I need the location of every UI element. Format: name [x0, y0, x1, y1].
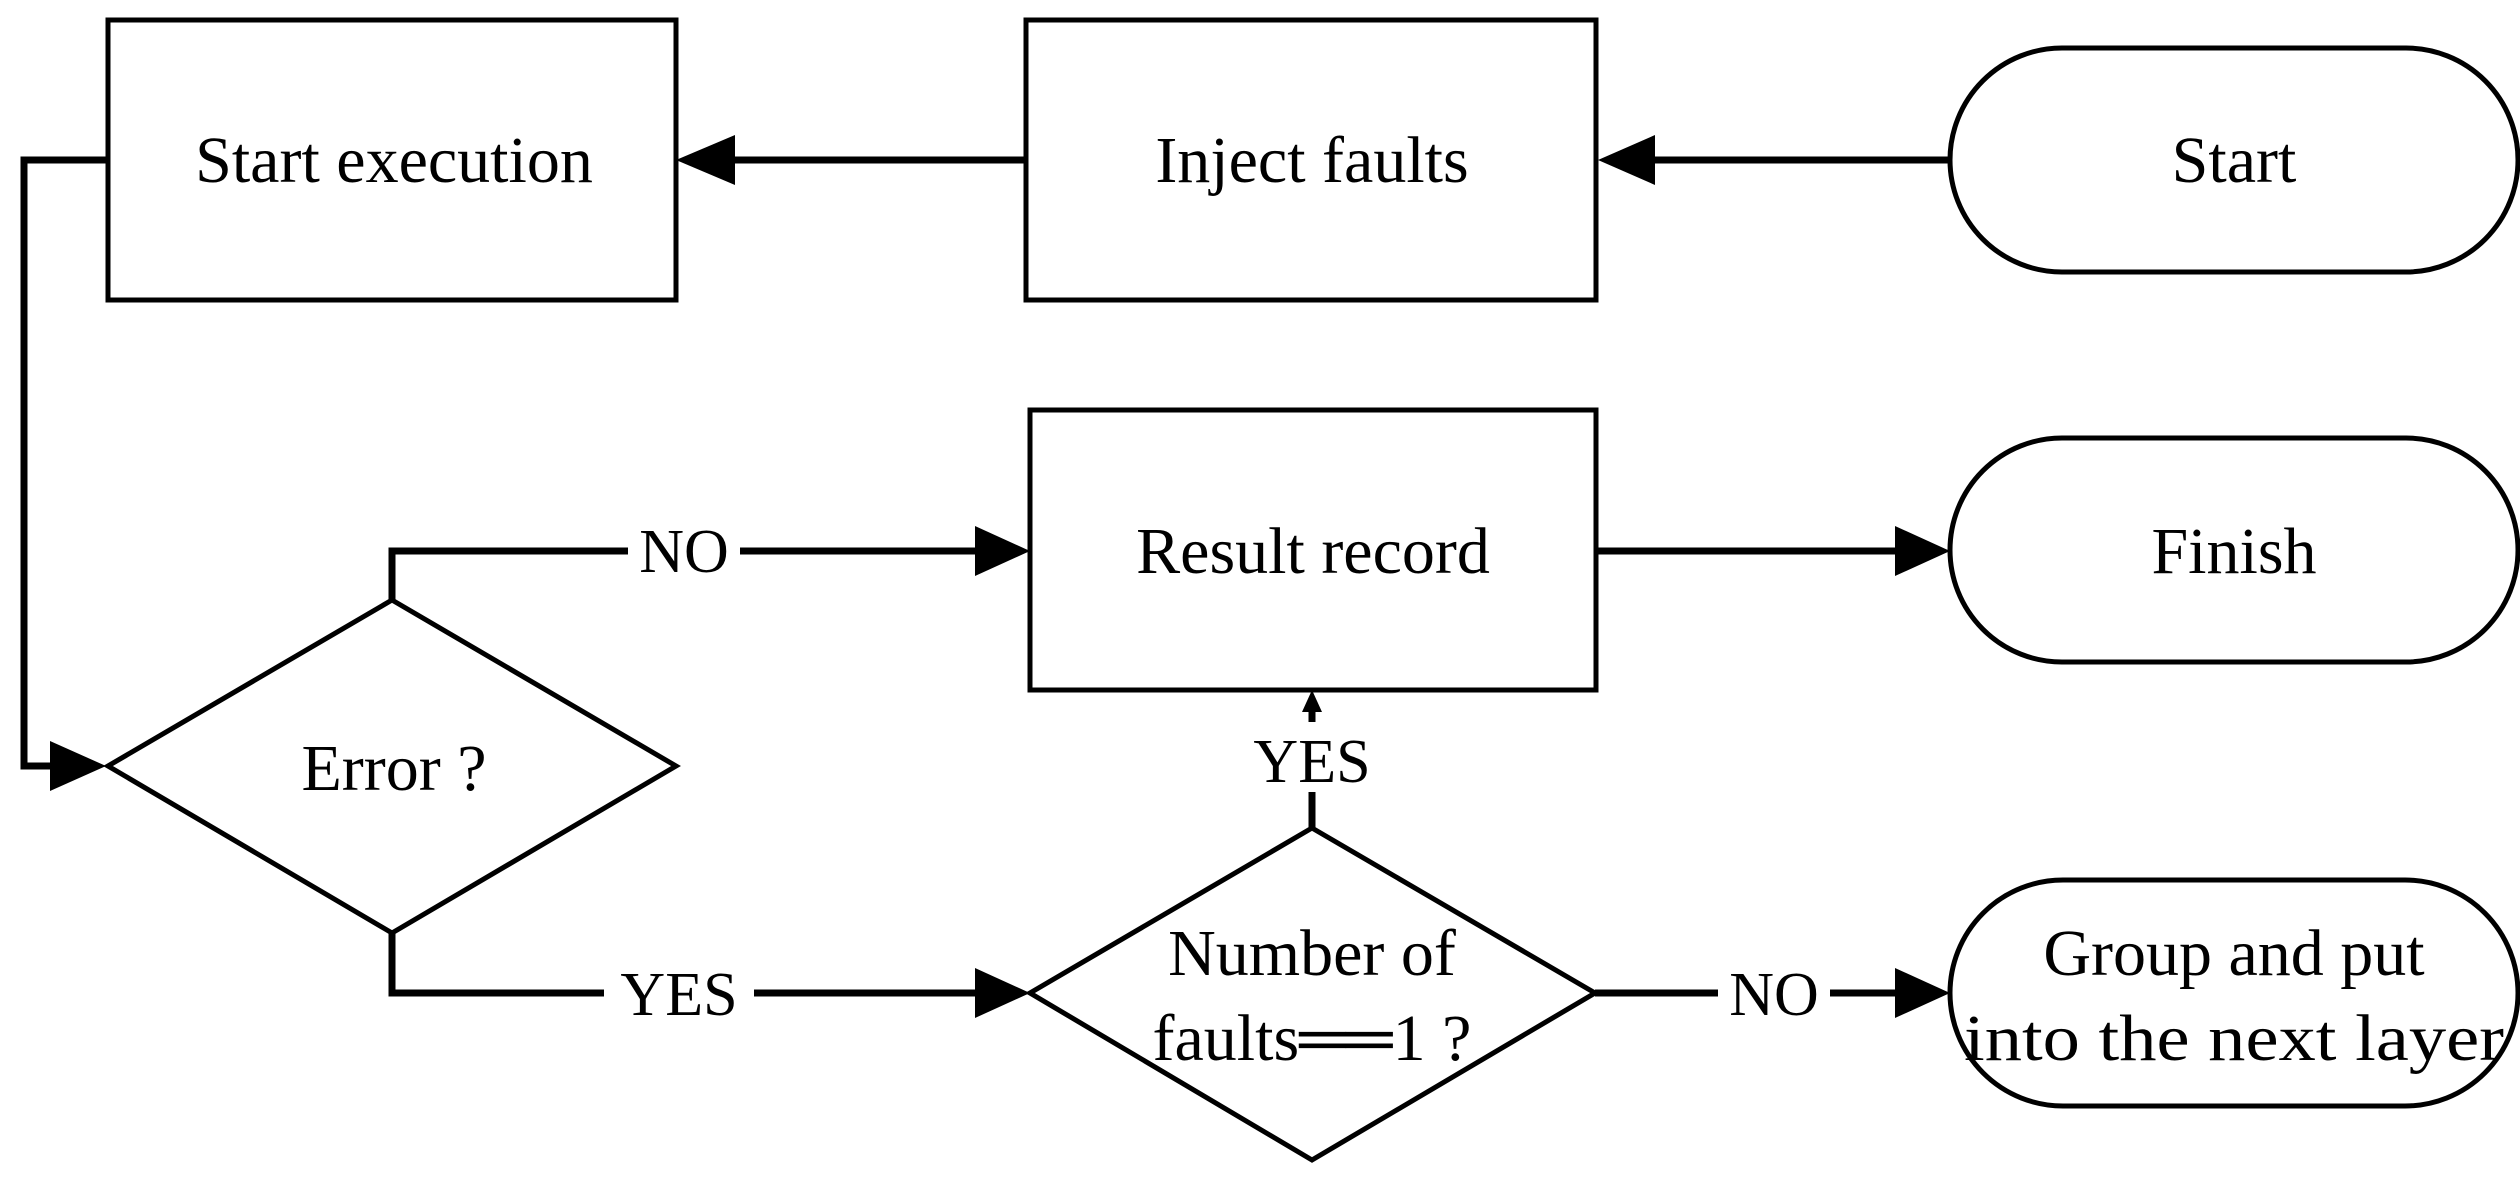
node-start-label: Start [2172, 124, 2297, 197]
node-result-record-label: Result record [1136, 515, 1490, 588]
node-start-execution-label: Start execution [195, 124, 593, 197]
edge-labels: NO YES YES NO [604, 518, 1830, 1029]
arrowhead-count [975, 968, 1030, 1018]
label-error-no: NO [639, 518, 729, 586]
label-error-yes: YES [620, 961, 737, 1029]
arrowhead-group [1895, 968, 1950, 1018]
node-inject-faults: Inject faults [1023, 17, 1599, 303]
arrowhead-finish [1895, 526, 1950, 576]
node-fault-count-label-line1: Number of [1168, 917, 1456, 990]
node-finish-label: Finish [2151, 515, 2316, 588]
edge-error-yes [388, 933, 975, 997]
arrowhead-execution [676, 135, 735, 185]
edge-error-no [388, 547, 975, 600]
node-fault-count-label-line2: faults══1 ? [1153, 1002, 1472, 1075]
label-count-yes: YES [1253, 728, 1370, 796]
node-group-next-layer: Group and put into the next layer [1947, 877, 2520, 1109]
node-finish: Finish [1947, 435, 2520, 665]
edge-execution-to-error [20, 156, 108, 770]
node-inject-faults-label: Inject faults [1155, 124, 1468, 197]
label-count-no: NO [1729, 961, 1819, 1029]
arrowhead-result-from-count [1302, 690, 1322, 712]
node-error-decision: Error ? [103, 597, 681, 936]
node-fault-count-decision: Number of faults══1 ? [1025, 825, 1600, 1163]
arrowhead-inject [1598, 135, 1655, 185]
arrowhead-error [50, 741, 106, 791]
node-start: Start [1947, 45, 2520, 275]
node-start-execution: Start execution [105, 17, 679, 303]
node-result-record: Result record [1027, 407, 1599, 693]
node-error-decision-label: Error ? [301, 732, 486, 805]
node-group-label-line2: into the next layer [1964, 1002, 2504, 1075]
arrowhead-result-from-error [975, 526, 1030, 576]
node-group-label-line1: Group and put [2043, 917, 2424, 990]
